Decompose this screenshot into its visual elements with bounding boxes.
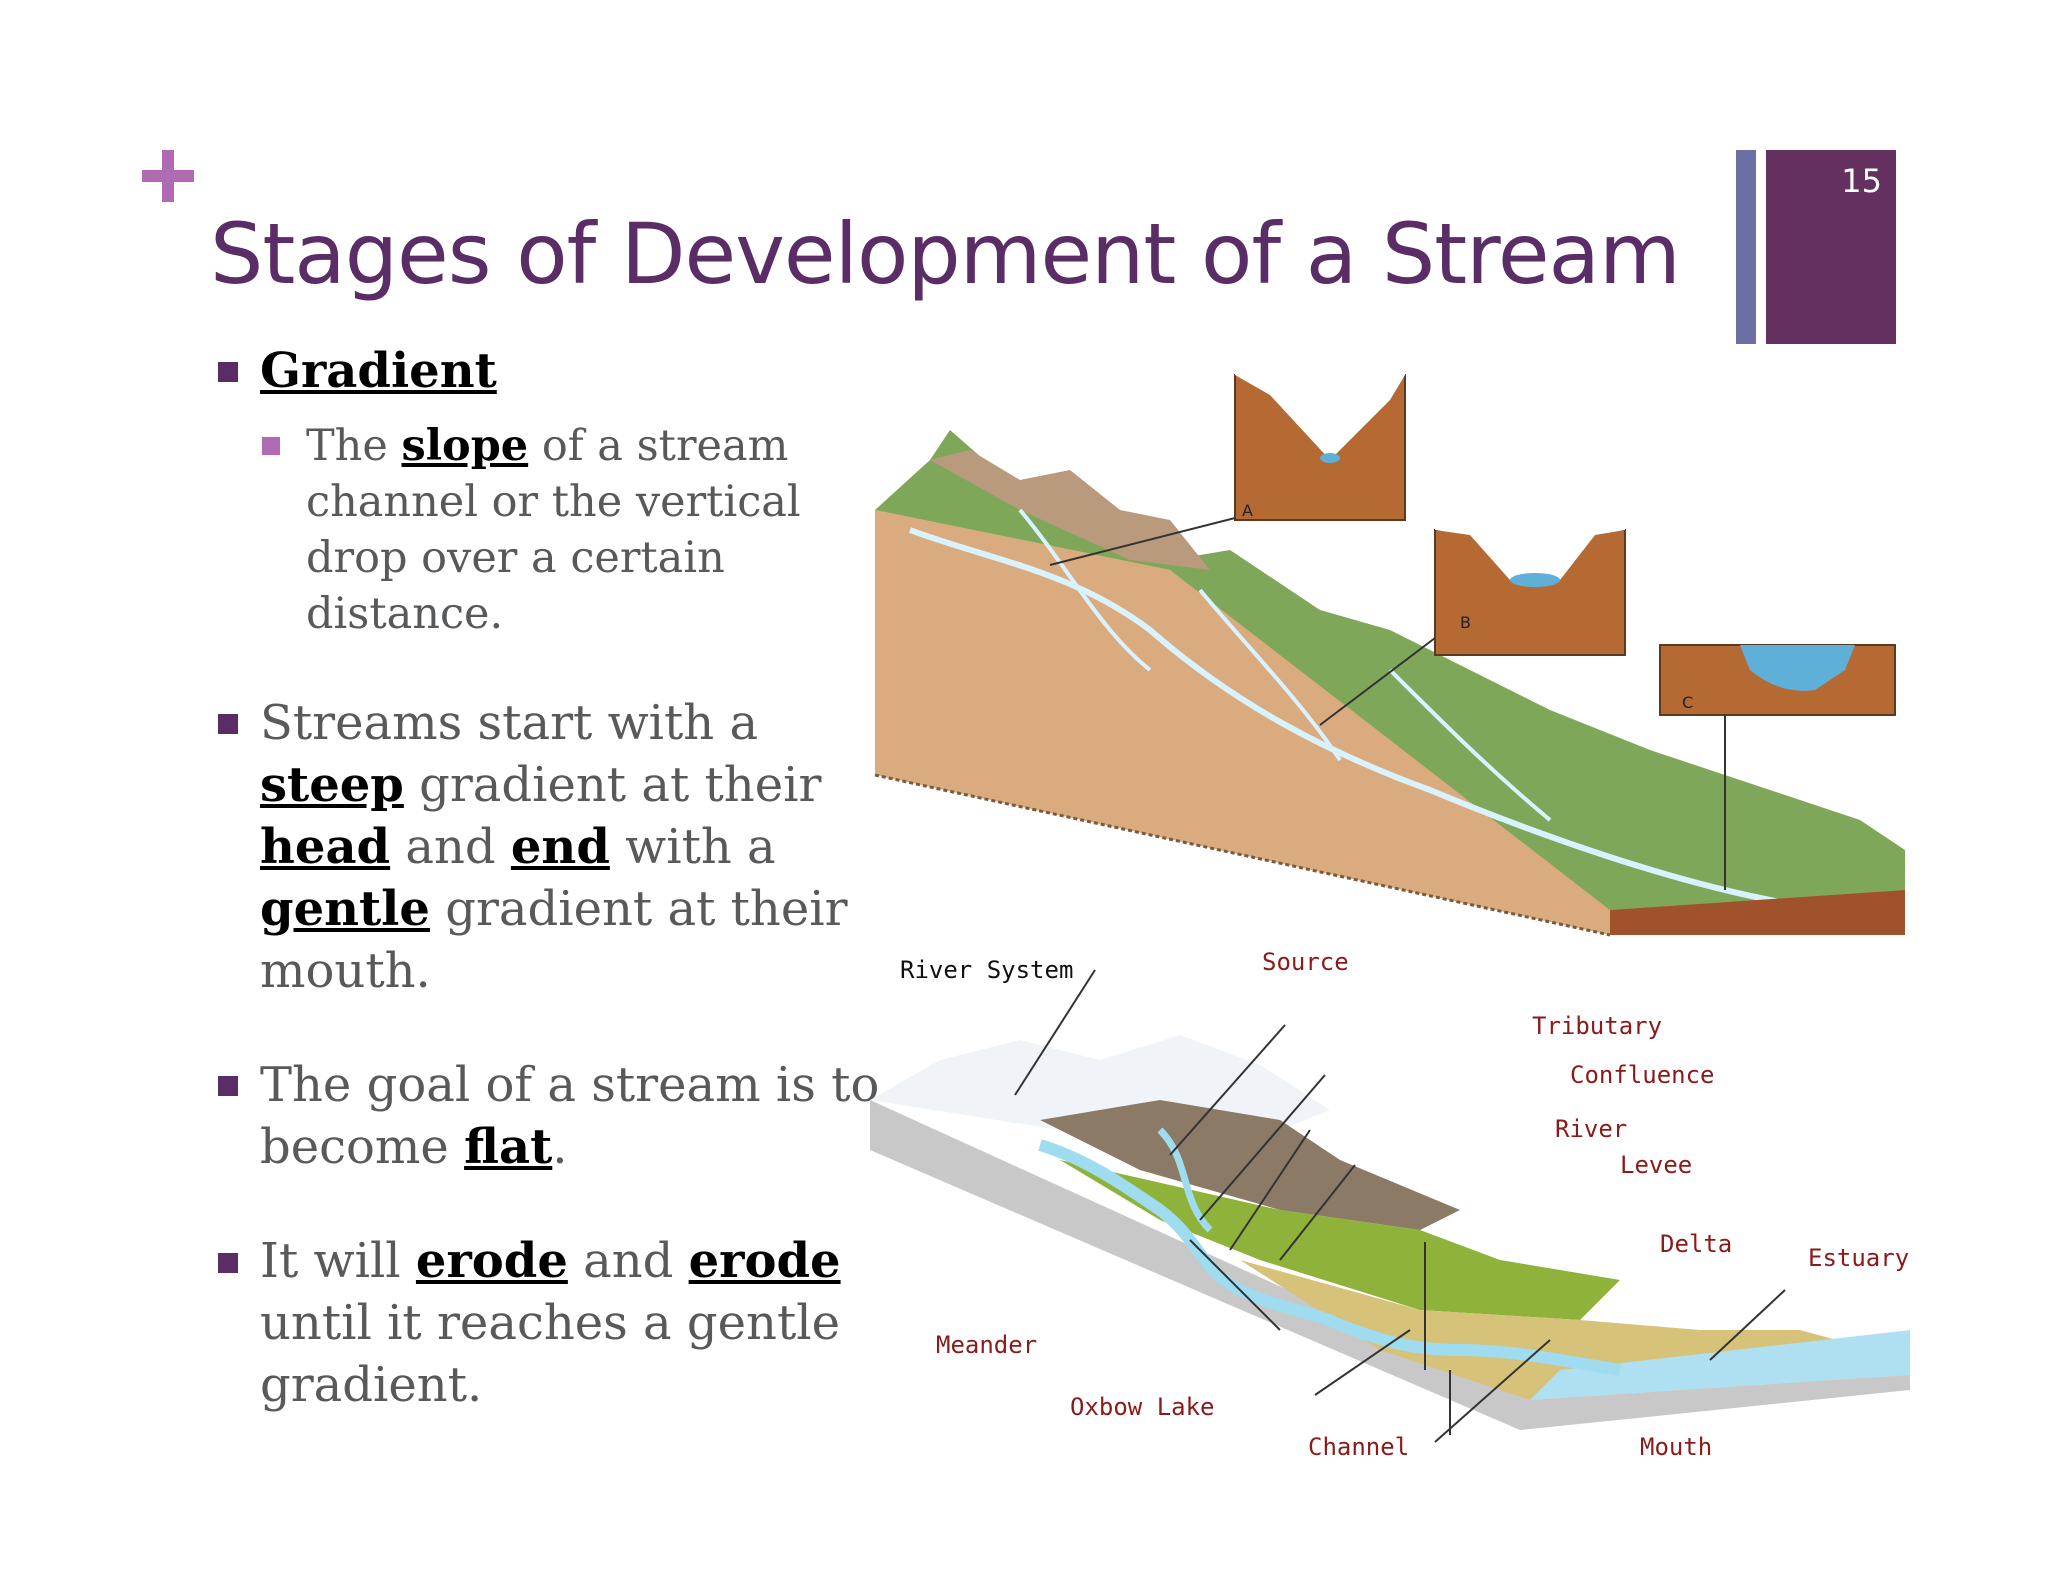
label-mouth: Mouth (1640, 1433, 1712, 1461)
bullet-erode: It will erode and erode until it reaches… (260, 1233, 841, 1413)
leader-river (1229, 1129, 1311, 1251)
water (1510, 573, 1560, 587)
sub-bullet-marker (262, 437, 280, 455)
river-system-diagram: River System Source Tributary Confluence… (870, 948, 1910, 1461)
tributary-path (1018, 508, 1152, 672)
valley-v-shape (1235, 370, 1405, 460)
leader-confluence (1199, 1074, 1326, 1221)
bullet-marker (218, 1076, 238, 1096)
tributary-path (1388, 668, 1552, 822)
leader-line-a (1049, 517, 1236, 566)
label-river: River (1555, 1115, 1627, 1143)
valley-shallow-shape (1435, 525, 1625, 580)
leader-line-b (1319, 637, 1436, 726)
bullet-marker (218, 362, 238, 382)
bullet-goal-flat: The goal of a stream is to become flat. (260, 1057, 880, 1175)
river-course (1038, 1139, 1621, 1376)
landscape-base (870, 1100, 1910, 1430)
label-estuary: Estuary (1808, 1244, 1909, 1272)
label-channel: Channel (1308, 1433, 1409, 1461)
sub-bullet-slope: The slope of a stream channel or the ver… (306, 421, 801, 639)
label-c: C (1682, 693, 1693, 712)
page-number: 15 (1841, 162, 1882, 200)
bottom-edge (874, 773, 1611, 937)
leader-channel (1434, 1339, 1551, 1443)
sea (1530, 1330, 1910, 1400)
green-valley (1060, 1160, 1620, 1320)
label-a: A (1242, 501, 1253, 520)
label-confluence: Confluence (1570, 1061, 1715, 1089)
bullet-steep-gentle: Streams start with a steep gradient at t… (260, 695, 848, 999)
leader-lines (1014, 969, 1786, 1443)
mountain-peaks (930, 450, 1210, 570)
page-number-box: 15 (1766, 150, 1896, 344)
bullet-marker (218, 1253, 238, 1273)
leader-source (1014, 969, 1096, 1096)
label-source: Source (1262, 948, 1349, 976)
bullet-marker (218, 714, 238, 734)
bullet-gradient-heading: Gradient (260, 343, 497, 399)
tributary-path (1198, 588, 1342, 762)
river-system-title: River System (900, 956, 1073, 984)
plus-icon (142, 150, 194, 202)
label-b: B (1460, 613, 1471, 632)
slide-title: Stages of Development of a Stream (210, 205, 1681, 303)
valley-flat-shape (1740, 645, 1855, 691)
accent-bar (1736, 150, 1756, 344)
valley-stages-diagram: A B C (874, 370, 1906, 937)
label-levee: Levee (1620, 1151, 1692, 1179)
label-oxbow-lake: Oxbow Lake (1070, 1393, 1215, 1421)
label-tributary: Tributary (1532, 1012, 1662, 1040)
snow-mountains (870, 1035, 1330, 1130)
leader-estuary (1709, 1289, 1786, 1361)
water (1320, 453, 1340, 463)
label-meander: Meander (936, 1331, 1037, 1359)
leader-meander (1189, 1239, 1281, 1331)
mountain-rock (1040, 1100, 1460, 1230)
block-end-face (1610, 890, 1905, 935)
leader-oxbow-lake (1314, 1329, 1411, 1396)
leader-levee (1279, 1164, 1356, 1261)
label-delta: Delta (1660, 1230, 1732, 1258)
leader-tributary (1169, 1024, 1286, 1156)
